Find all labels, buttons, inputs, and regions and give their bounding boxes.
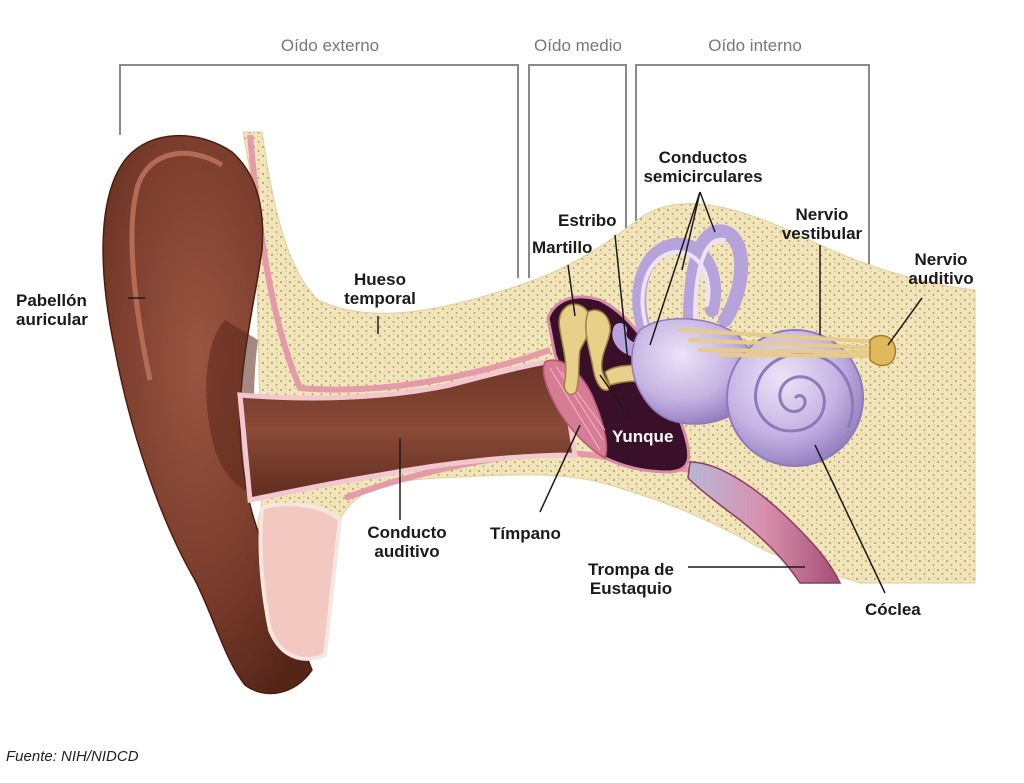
label-eardrum: Tímpano <box>490 524 561 543</box>
section-inner-ear: Oído interno <box>708 36 802 55</box>
leader-eardrum <box>539 424 581 513</box>
label-temporal-bone: Hueso temporal <box>344 270 416 308</box>
leader-stapes <box>614 234 629 363</box>
vestibule <box>631 318 756 425</box>
label-incus: Yunque <box>612 427 674 446</box>
label-semicircular-canals: Conductos semicirculares <box>643 148 763 186</box>
label-cochlea: Cóclea <box>865 600 921 619</box>
nerve-bundle <box>678 328 882 358</box>
label-malleus: Martillo <box>532 238 593 257</box>
leader-cochlea <box>814 444 886 594</box>
label-eustachian-tube: Trompa de Eustaquio <box>588 560 674 598</box>
leader-auditory-nerve <box>887 297 923 346</box>
section-middle-ear: Oído medio <box>534 36 622 55</box>
leader-semicircular-2 <box>681 191 701 271</box>
leader-incus <box>599 374 631 419</box>
label-pinna: Pabellón auricular <box>16 291 88 329</box>
leader-semicircular-1 <box>649 191 701 346</box>
source-credit: Fuente: NIH/NIDCD <box>6 748 139 765</box>
semicircular-canals-highlight <box>640 237 726 338</box>
label-ear-canal: Conducto auditivo <box>367 523 447 561</box>
section-brackets <box>119 64 870 278</box>
pinna-helix <box>129 150 224 381</box>
leader-malleus <box>567 264 576 317</box>
label-auditory-nerve: Nervio auditivo <box>908 250 974 288</box>
label-stapes: Estribo <box>558 211 617 230</box>
pinna-cartilage <box>258 502 343 661</box>
label-vestibular-nerve: Nervio vestibular <box>781 205 863 243</box>
ear-canal <box>237 357 578 503</box>
bracket-outer-ear <box>119 64 519 278</box>
section-outer-ear: Oído externo <box>280 36 380 55</box>
leader-semicircular-3 <box>699 191 716 233</box>
bracket-middle-ear <box>528 64 627 278</box>
leader-lines <box>128 191 923 594</box>
bracket-inner-ear <box>635 64 870 278</box>
incus <box>585 309 611 391</box>
eustachian-tube <box>687 461 842 584</box>
